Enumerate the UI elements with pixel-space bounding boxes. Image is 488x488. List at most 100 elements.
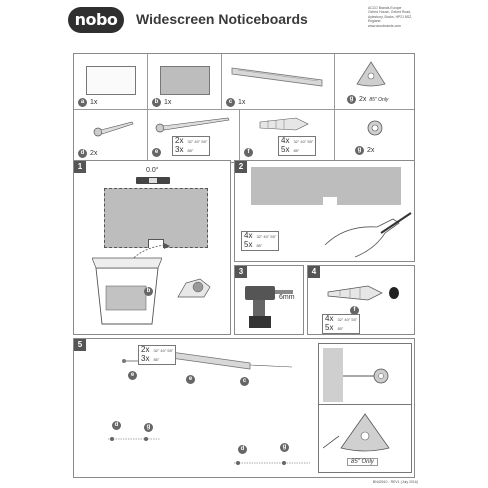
part-d-cell: d 2x [74,110,148,162]
part-f-label: f [244,148,253,157]
address-line: Aylesbury, Bucks, HP21 8SZ, [368,14,413,19]
step-5-label-c: c [240,377,249,386]
part-g-tri-cell: g 2x 85" Only [335,54,415,109]
size-value: 32" 40" 55" [293,139,314,144]
part-letter: e [186,375,195,384]
size-value: 85" [153,357,160,362]
step-number: 4 [308,266,320,278]
part-qty: 2x [367,147,375,154]
screw-row-left [108,437,160,441]
step-3-panel: 3 6mm [234,265,304,335]
step-1-label: b [144,287,153,296]
detail-inset: 85" Only [318,343,412,473]
washer-part [367,120,383,136]
size-value: 85" [256,243,263,248]
size-value: 85" [337,326,344,331]
part-letter: f [350,306,359,315]
part-a-label: a 1x [78,98,97,107]
drill-size: 6mm [279,294,295,301]
step-number: 1 [74,161,86,173]
template-part [160,66,210,95]
step-5-label-g2: g [280,443,289,452]
qty-value: 4x [325,314,334,323]
level-reading: 0.0° [146,167,159,174]
part-b-label: b 1x [152,98,171,107]
address-line: www.accobrands.com [368,23,401,28]
part-e-label: e [152,148,161,157]
noticeboard-part [86,66,136,95]
part-letter: f [244,148,253,157]
size-value: 85" [187,148,194,153]
step-number: 3 [235,266,247,278]
step-number: 2 [235,161,247,173]
part-letter: b [144,287,153,296]
qty-value: 2x [141,345,150,354]
parts-list-panel: a 1x b 1x c 1x g 2x 85" Only [73,53,415,163]
address-line: ACCO Brands Europe [368,6,402,10]
template-notch [323,197,337,205]
size-value: 32" 40" 55" [337,317,358,322]
part-letter: c [240,377,249,386]
step-1-panel: 1 0.0° b [73,160,231,335]
part-letter: d [78,149,87,158]
template-on-wall [104,188,208,248]
size-value: 85" [293,148,300,153]
wall-plug-insert [327,285,399,301]
part-qty: 2x [359,96,367,103]
step-number: 5 [74,339,86,351]
revision-footer: BN42610 - REV1 (July 2016) [372,480,418,484]
arrow-graphic [121,243,170,287]
packaging-box [92,257,162,325]
company-address: ACCO Brands Europe Oxford House, Oxford … [368,6,448,28]
nobo-logo: nobo [68,7,124,33]
part-b-cell: b 1x [148,54,222,109]
part-qty: 1x [164,99,172,106]
part-a-cell: a 1x [74,54,148,109]
hand-with-pencil [324,212,412,258]
step-5-label-d1: d [112,421,121,430]
drill-icon [245,286,293,328]
size-note: 85" Only [347,458,378,466]
address-line: Oxford House, Oxford Road, [368,10,411,15]
qty-value: 2x [175,136,184,145]
part-d-label: d 2x [78,149,97,158]
template-notch [148,239,164,248]
size-value: 32" 40" 55" [187,139,208,144]
part-letter: b [152,98,161,107]
qty-value: 5x [281,145,290,154]
tape-dispenser [177,278,211,298]
screw-d-part [93,121,134,137]
part-letter: a [78,98,87,107]
wall-plug-f-part [259,117,309,131]
qty-value: 4x [281,136,290,145]
triangle-bracket-part [356,61,386,87]
screw-e-part [155,117,230,133]
rail-part [231,67,323,87]
address-line: England [368,19,381,24]
inset-divider [319,404,411,405]
part-letter: g [355,146,364,155]
step-5-label-g1: g [144,423,153,432]
part-qty: 1x [90,99,98,106]
qty-value: 3x [175,145,184,154]
page-title: Widescreen Noticeboards [136,11,308,27]
screw-row-right [234,461,310,465]
part-letter: e [128,371,137,380]
part-letter: g [280,443,289,452]
qty-value: 4x [244,231,253,240]
size-value: 32" 40" 55" [256,234,277,239]
part-g-washer-label: g 2x [355,146,374,155]
part-c-label: c 1x [226,98,245,107]
spirit-level [136,177,170,184]
part-g-tri-label: g 2x 85" Only [347,95,388,104]
part-g-washer-cell: g 2x [335,110,415,162]
part-qty: 2x [90,150,98,157]
part-c-cell: c 1x [222,54,335,109]
